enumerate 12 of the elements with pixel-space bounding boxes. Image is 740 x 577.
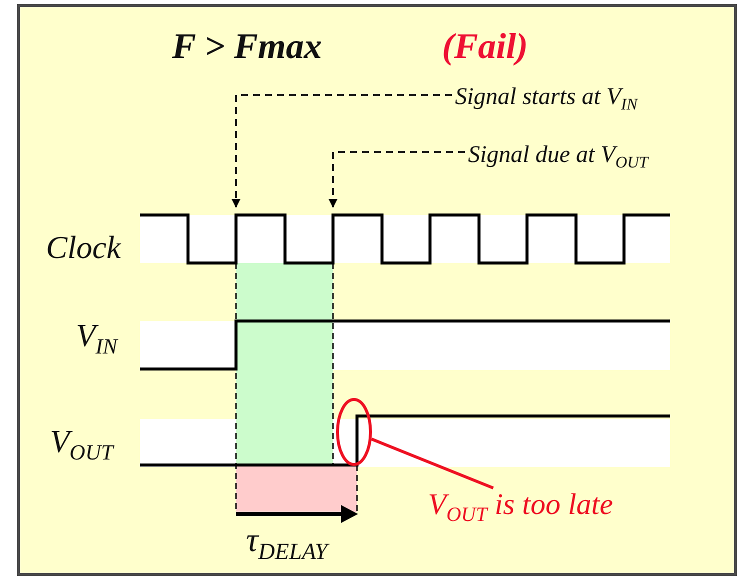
- arrow: [328, 151, 465, 208]
- delay-label: τ$_{DELAY}$: [246, 522, 328, 566]
- callout-text: V$_{OUT}$ is too late: [428, 488, 668, 532]
- signal-label: Clock: [46, 230, 121, 266]
- annotation-text: Signal starts at V$_{IN}$: [455, 84, 720, 120]
- status-label: (Fail): [442, 27, 528, 67]
- title: F > Fmax: [172, 27, 322, 67]
- signal-label: V$_{OUT}$: [50, 424, 114, 466]
- annotation-text: Signal due at V$_{OUT}$: [468, 142, 723, 178]
- arrow: [232, 94, 452, 208]
- leader-line: [371, 438, 494, 490]
- signal-label: V$_{IN}$: [76, 318, 118, 360]
